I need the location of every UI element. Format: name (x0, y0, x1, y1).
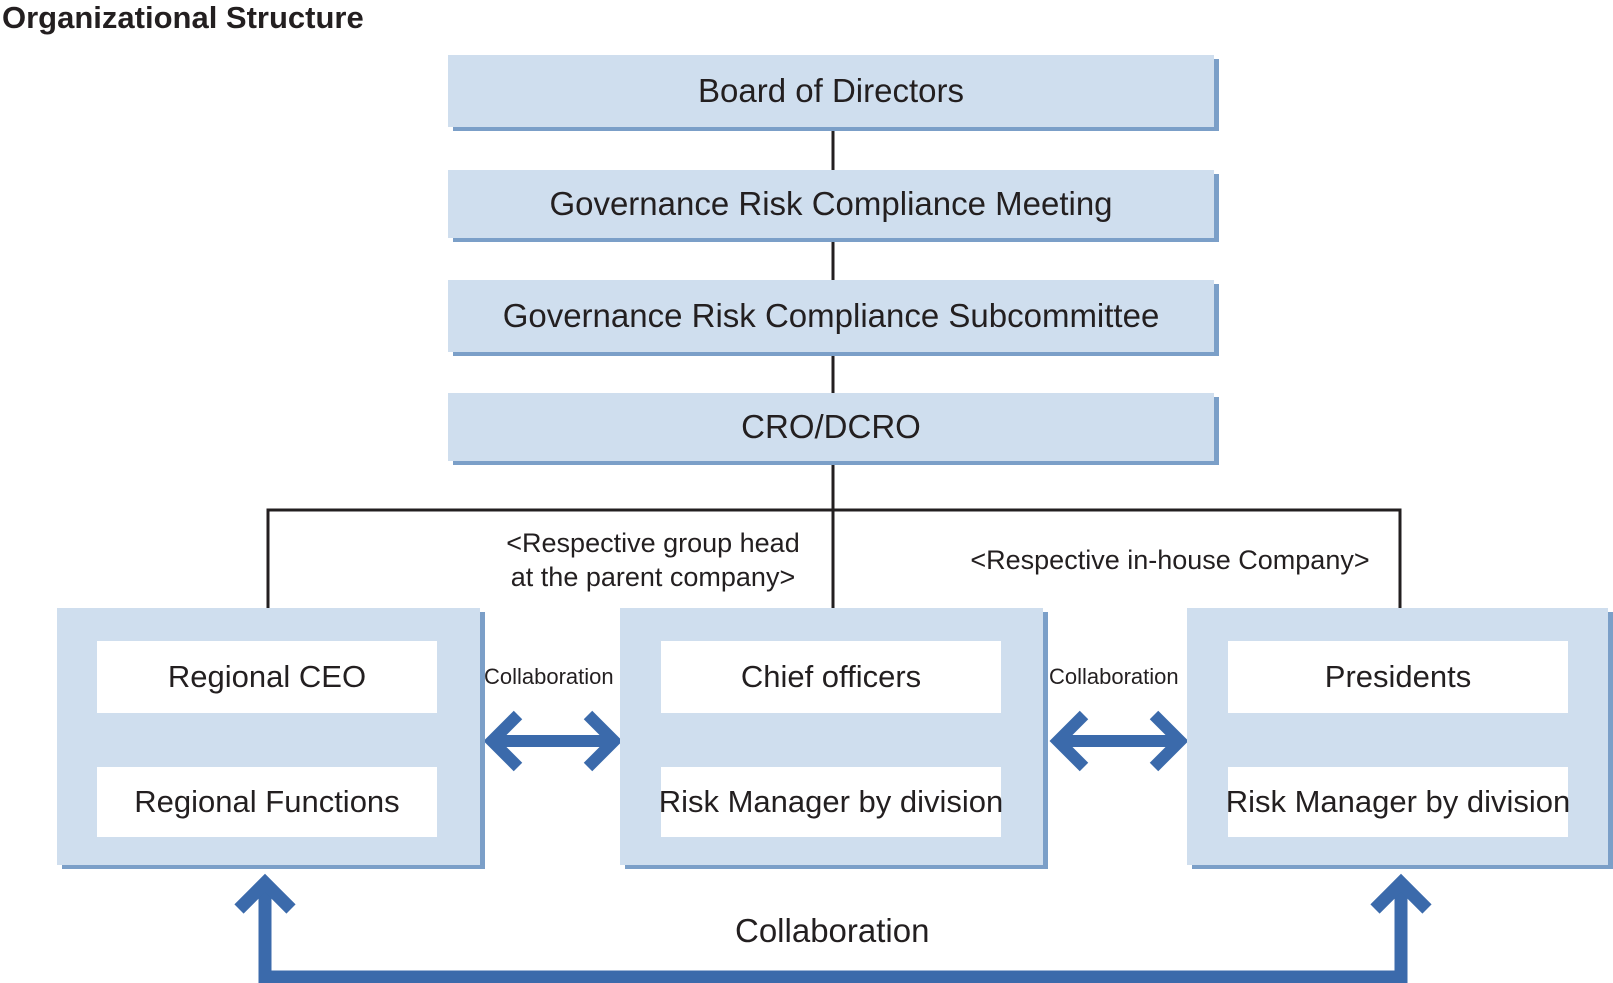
line-branch-regional (266, 508, 833, 608)
regional-ceo-box: Regional CEO (97, 641, 437, 713)
grc-meeting-box: Governance Risk Compliance Meeting (448, 170, 1214, 238)
grc-subcommittee-label: Governance Risk Compliance Subcommittee (502, 297, 1160, 334)
board-of-directors-box: Board of Directors (448, 55, 1214, 127)
inhouse-company-note: <Respective in-house Company> (970, 545, 1370, 575)
group-head-note: <Respective group head at the parent com… (506, 528, 800, 592)
regional-functions-box: Regional Functions (97, 767, 437, 837)
cro-dcro-label: CRO/DCRO (741, 408, 921, 445)
collaboration-left-label: Collaboration (484, 664, 614, 689)
presidents-risk-manager-box: Risk Manager by division (1225, 767, 1571, 837)
presidents-box: Presidents (1228, 641, 1568, 713)
collaboration-bottom-label: Collaboration (735, 912, 930, 949)
chief-officers-box: Chief officers (661, 641, 1001, 713)
regional-functions-label: Regional Functions (134, 784, 400, 819)
grc-subcommittee-box: Governance Risk Compliance Subcommittee (448, 280, 1214, 352)
presidents-risk-manager-label: Risk Manager by division (1225, 784, 1571, 819)
collaboration-left-arrow-icon (483, 710, 623, 772)
chief-risk-manager-label: Risk Manager by division (658, 784, 1004, 819)
diagram-title: Organizational Structure (2, 0, 364, 35)
hierarchy-lines (266, 131, 1402, 608)
chief-risk-manager-box: Risk Manager by division (658, 767, 1004, 837)
regional-ceo-label: Regional CEO (167, 659, 367, 694)
collaboration-right-arrow-icon (1049, 710, 1189, 772)
cro-dcro-box: CRO/DCRO (448, 393, 1214, 461)
line-branch-presidents (833, 508, 1402, 608)
board-of-directors-label: Board of Directors (698, 72, 964, 109)
chief-officers-label: Chief officers (740, 659, 922, 694)
presidents-label: Presidents (1324, 659, 1472, 694)
collaboration-bottom-arrow-icon (234, 873, 1432, 983)
collaboration-right-label: Collaboration (1049, 664, 1179, 689)
grc-meeting-label: Governance Risk Compliance Meeting (549, 185, 1113, 222)
